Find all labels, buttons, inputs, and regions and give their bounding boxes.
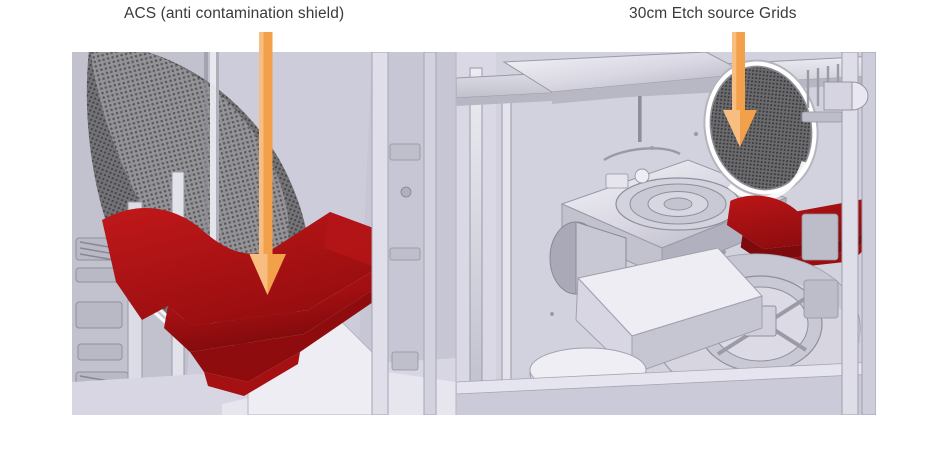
arrow-down-icon [249, 32, 286, 295]
callout-label-grids: 30cm Etch source Grids [629, 5, 797, 22]
callout-arrow-acs [249, 32, 286, 295]
callout-label-acs: ACS (anti contamination shield) [124, 5, 345, 22]
panel-right-illustration [456, 52, 876, 415]
anti-contamination-shield-left [102, 208, 384, 396]
panel-right [456, 52, 876, 415]
photo-panel-strip [72, 52, 876, 415]
panel-seam [455, 52, 457, 415]
callout-arrow-grids [723, 32, 757, 147]
arrow-down-icon [723, 32, 757, 147]
